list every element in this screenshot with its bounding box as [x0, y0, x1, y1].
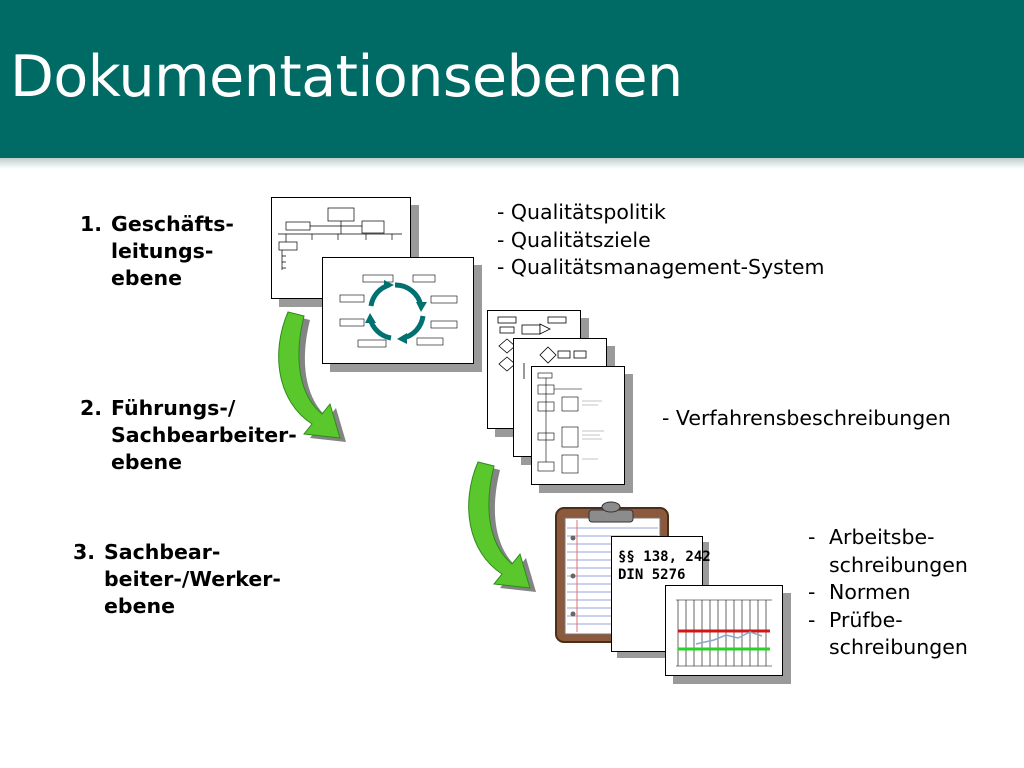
qm-cycle-graphic	[339, 274, 458, 348]
level-1-bullets: - Qualitätspolitik - Qualitätsziele - Qu…	[497, 199, 824, 282]
arrow-down-icon	[468, 461, 536, 592]
page-title: Dokumentationsebenen	[10, 44, 683, 110]
level-1-line-3: ebene	[111, 266, 182, 290]
bullet-test-instructions-1: Prüfbe-	[829, 607, 903, 632]
flowchart-graphic-2	[523, 346, 587, 379]
norms-din-ref: DIN 5276	[618, 567, 686, 583]
test-form-document	[665, 585, 783, 676]
level-2-line-3: ebene	[111, 450, 182, 474]
bullet-qm-system: - Qualitätsmanagement-System	[497, 255, 825, 279]
level-2-bullets: - Verfahrensbeschreibungen	[662, 405, 951, 433]
bullet-dash: -	[808, 580, 816, 604]
arrow-down-icon	[278, 311, 346, 442]
level-2-line-1: Führungs-/	[111, 396, 236, 420]
level-2-line-2: Sachbearbeiter-	[111, 423, 297, 447]
level-3-line-2: beiter-/Werker-	[104, 567, 281, 591]
procedure-document	[531, 366, 625, 485]
level-3-line-3: ebene	[104, 594, 175, 618]
bullet-dash: -	[808, 607, 816, 632]
bullet-work-instructions-1: Arbeitsbe-	[829, 525, 935, 549]
bullet-quality-policy: - Qualitätspolitik	[497, 200, 666, 224]
bullet-standards: Normen	[829, 580, 911, 604]
level-1-line-2: leitungs-	[111, 239, 214, 263]
level-3-line-1: Sachbear-	[104, 540, 221, 564]
norms-paragraph-ref: §§ 138, 242	[618, 549, 711, 565]
header-shadow	[0, 157, 1024, 169]
bullet-quality-goals: - Qualitätsziele	[497, 227, 651, 252]
flowchart-graphic-1	[497, 316, 567, 372]
level-1-number: 1.	[80, 212, 103, 236]
bullet-work-instructions-2: schreibungen	[829, 552, 968, 577]
level-1-line-1: Geschäfts-	[111, 212, 234, 236]
test-chart-graphic	[676, 599, 772, 667]
level-3-bullets: - Arbeitsbe- schreibungen - Normen - Prü…	[808, 524, 1008, 664]
bullet-dash: -	[808, 525, 816, 549]
level-3-number: 3.	[73, 540, 96, 564]
qm-cycle-document	[322, 257, 474, 364]
org-chart-graphic	[278, 207, 402, 270]
title-bar: Dokumentationsebenen	[0, 0, 1024, 158]
bullet-test-instructions-2: schreibungen	[829, 635, 968, 659]
level-2-number: 2.	[80, 396, 103, 420]
procedure-graphic	[537, 372, 604, 474]
bullet-procedures: - Verfahrensbeschreibungen	[662, 406, 951, 430]
